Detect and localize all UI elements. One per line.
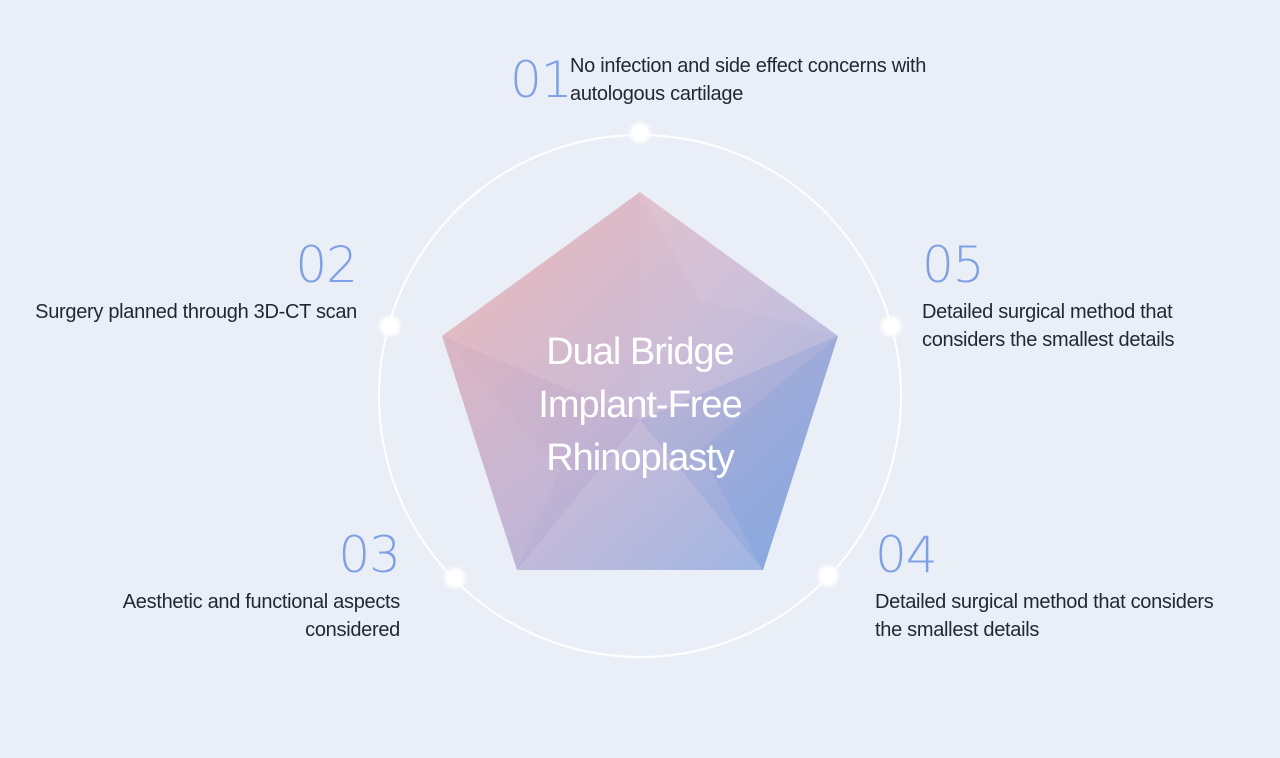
point-number: 04 [875,526,938,584]
point-number: 03 [338,526,401,584]
point-04: 04 Detailed surgical method that conside… [875,530,1215,644]
point-number: 02 [295,236,358,294]
point-text: Surgery planned through 3D-CT scan [35,301,357,323]
point-number: 01 [510,51,573,109]
title-line-1: Dual Bridge [546,331,735,373]
dot-05 [878,313,904,339]
dot-02 [377,313,403,339]
point-text: Detailed surgical method that considers … [922,301,1175,351]
point-text: No infection and side effect concerns wi… [570,55,927,105]
ring-dots [377,120,904,591]
title-line-3: Rhinoplasty [546,437,735,479]
dot-01 [627,120,653,146]
point-05: 05 Detailed surgical method that conside… [922,240,1252,354]
title-line-2: Implant-Free [538,384,742,426]
point-text: Aesthetic and functional aspects conside… [122,591,401,641]
point-03: 03 Aesthetic and functional aspects cons… [60,526,401,644]
point-text: Detailed surgical method that considers … [875,591,1214,641]
dot-03 [442,565,468,591]
point-02: 02 Surgery planned through 3D-CT scan [0,236,358,326]
dot-04 [815,563,841,589]
point-number: 05 [922,236,985,294]
center-title: Dual Bridge Implant-Free Rhinoplasty [490,326,790,485]
pentagon [442,192,838,570]
